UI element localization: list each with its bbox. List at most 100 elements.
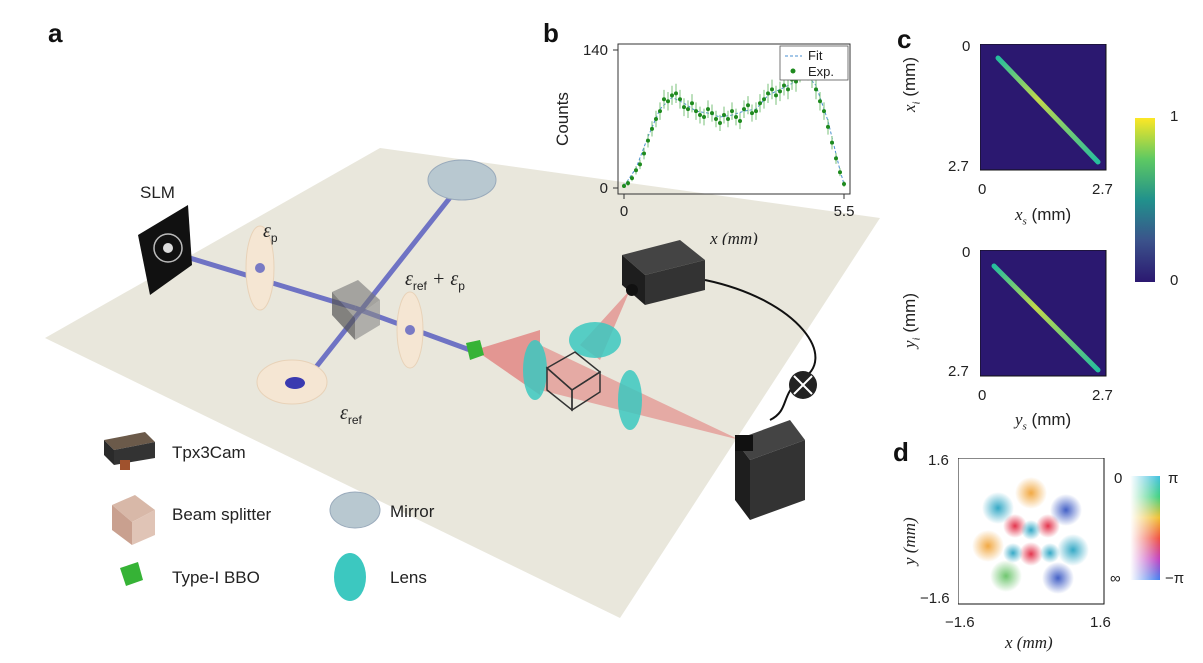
data-point bbox=[770, 87, 774, 92]
lens-1 bbox=[523, 340, 547, 400]
optical-setup-illustration bbox=[45, 148, 880, 618]
c-top-ytick-max: 2.7 bbox=[948, 158, 969, 175]
colorbar-max-label: 1 bbox=[1170, 108, 1179, 125]
data-point bbox=[630, 176, 634, 181]
x-axis-label: x (mm) bbox=[709, 229, 758, 245]
data-point bbox=[794, 79, 798, 84]
eps-ref-label: εref bbox=[340, 402, 362, 427]
data-point bbox=[778, 89, 782, 94]
data-point bbox=[774, 93, 778, 98]
data-point bbox=[710, 111, 714, 116]
correlation-heatmap-x bbox=[980, 44, 1107, 171]
data-point bbox=[646, 138, 650, 143]
data-point bbox=[758, 101, 762, 106]
d-cbar-top-left: 0 bbox=[1114, 470, 1123, 487]
camera-top bbox=[622, 240, 705, 305]
data-point bbox=[638, 162, 642, 167]
data-point bbox=[762, 97, 766, 102]
data-point bbox=[738, 118, 742, 123]
data-point bbox=[826, 124, 830, 129]
phase-colorbar bbox=[1130, 476, 1160, 580]
data-point bbox=[838, 170, 842, 175]
legend-mirror: Mirror bbox=[390, 502, 435, 521]
legend-exp-swatch bbox=[790, 68, 796, 74]
data-point bbox=[666, 99, 670, 104]
data-point bbox=[722, 113, 726, 118]
correlation-ridge-x bbox=[995, 55, 1101, 165]
y-tick-label: 140 bbox=[583, 42, 608, 59]
legend-box bbox=[779, 45, 849, 81]
data-point bbox=[634, 168, 638, 173]
data-point bbox=[718, 120, 722, 125]
d-xtick-left: −1.6 bbox=[945, 614, 975, 631]
x-tick-label: 5.5 bbox=[834, 203, 855, 220]
data-point bbox=[698, 113, 702, 118]
data-point bbox=[670, 93, 674, 98]
data-point bbox=[786, 87, 790, 92]
data-point bbox=[814, 87, 818, 92]
beam-splitter-cube bbox=[332, 280, 380, 340]
colorbar-viridis bbox=[1135, 118, 1155, 282]
data-point bbox=[782, 83, 786, 88]
plot-frame bbox=[617, 43, 851, 195]
c-top-xlabel: xs (mm) bbox=[1015, 205, 1072, 228]
d-ylabel: y (mm) bbox=[900, 517, 919, 565]
data-point bbox=[682, 105, 686, 110]
data-point bbox=[734, 115, 738, 120]
coincidence-cable bbox=[704, 279, 817, 421]
data-point bbox=[746, 103, 750, 108]
mirror-top bbox=[427, 159, 497, 201]
tpx3cam-icon bbox=[104, 432, 155, 470]
legend-tpx3cam: Tpx3Cam bbox=[172, 443, 246, 462]
x-tick-label: 0 bbox=[620, 203, 628, 220]
c-top-xtick-0: 0 bbox=[978, 181, 987, 198]
data-point bbox=[678, 97, 682, 102]
legend-fit-label: Fit bbox=[808, 48, 823, 63]
c-top-ytick-0: 0 bbox=[962, 38, 971, 55]
data-point bbox=[842, 182, 846, 187]
legend-beam-splitter: Beam splitter bbox=[172, 505, 272, 524]
panel-label-a: a bbox=[48, 18, 63, 48]
panel-label-c: c bbox=[897, 24, 912, 54]
panel-label-b: b bbox=[543, 18, 559, 48]
data-point bbox=[686, 107, 690, 112]
data-point bbox=[730, 109, 734, 114]
legend-exp-label: Exp. bbox=[808, 64, 834, 79]
data-point bbox=[626, 181, 630, 186]
d-ytick-top: 1.6 bbox=[928, 452, 949, 469]
data-point bbox=[650, 126, 654, 131]
c-bottom-ytick-max: 2.7 bbox=[948, 363, 969, 380]
y-axis-label: Counts bbox=[553, 92, 572, 146]
data-point bbox=[702, 115, 706, 120]
panel-label-d: d bbox=[893, 437, 909, 467]
correlation-heatmap-y bbox=[980, 250, 1107, 377]
data-point bbox=[674, 91, 678, 96]
c-bottom-xlabel: ys (mm) bbox=[1015, 410, 1072, 433]
phase-map bbox=[958, 458, 1105, 605]
mirror-icon bbox=[329, 491, 381, 529]
data-point bbox=[654, 117, 658, 121]
lens-icon bbox=[334, 553, 366, 601]
y-tick-label: 0 bbox=[600, 180, 608, 197]
data-point bbox=[658, 109, 662, 114]
data-point bbox=[818, 99, 822, 104]
data-point bbox=[622, 184, 626, 189]
data-point bbox=[690, 101, 694, 106]
data-point bbox=[830, 140, 834, 145]
data-point bbox=[750, 111, 754, 116]
colorbar-min-label: 0 bbox=[1170, 272, 1179, 289]
legend-bbo: Type-I BBO bbox=[172, 568, 260, 587]
d-xtick-right: 1.6 bbox=[1090, 614, 1111, 631]
bbo-icon bbox=[120, 562, 143, 586]
c-bottom-ytick-0: 0 bbox=[962, 244, 971, 261]
d-ytick-bottom: −1.6 bbox=[920, 590, 950, 607]
c-bottom-xtick-0: 0 bbox=[978, 387, 987, 404]
beam-splitter-cube-2 bbox=[545, 351, 602, 412]
bbo-crystal bbox=[466, 340, 484, 360]
data-point bbox=[834, 156, 838, 161]
data-point bbox=[766, 91, 770, 96]
correlation-ridge-y bbox=[991, 263, 1101, 373]
data-point bbox=[662, 97, 666, 102]
legend-lens: Lens bbox=[390, 568, 427, 587]
lens-3 bbox=[569, 322, 621, 358]
